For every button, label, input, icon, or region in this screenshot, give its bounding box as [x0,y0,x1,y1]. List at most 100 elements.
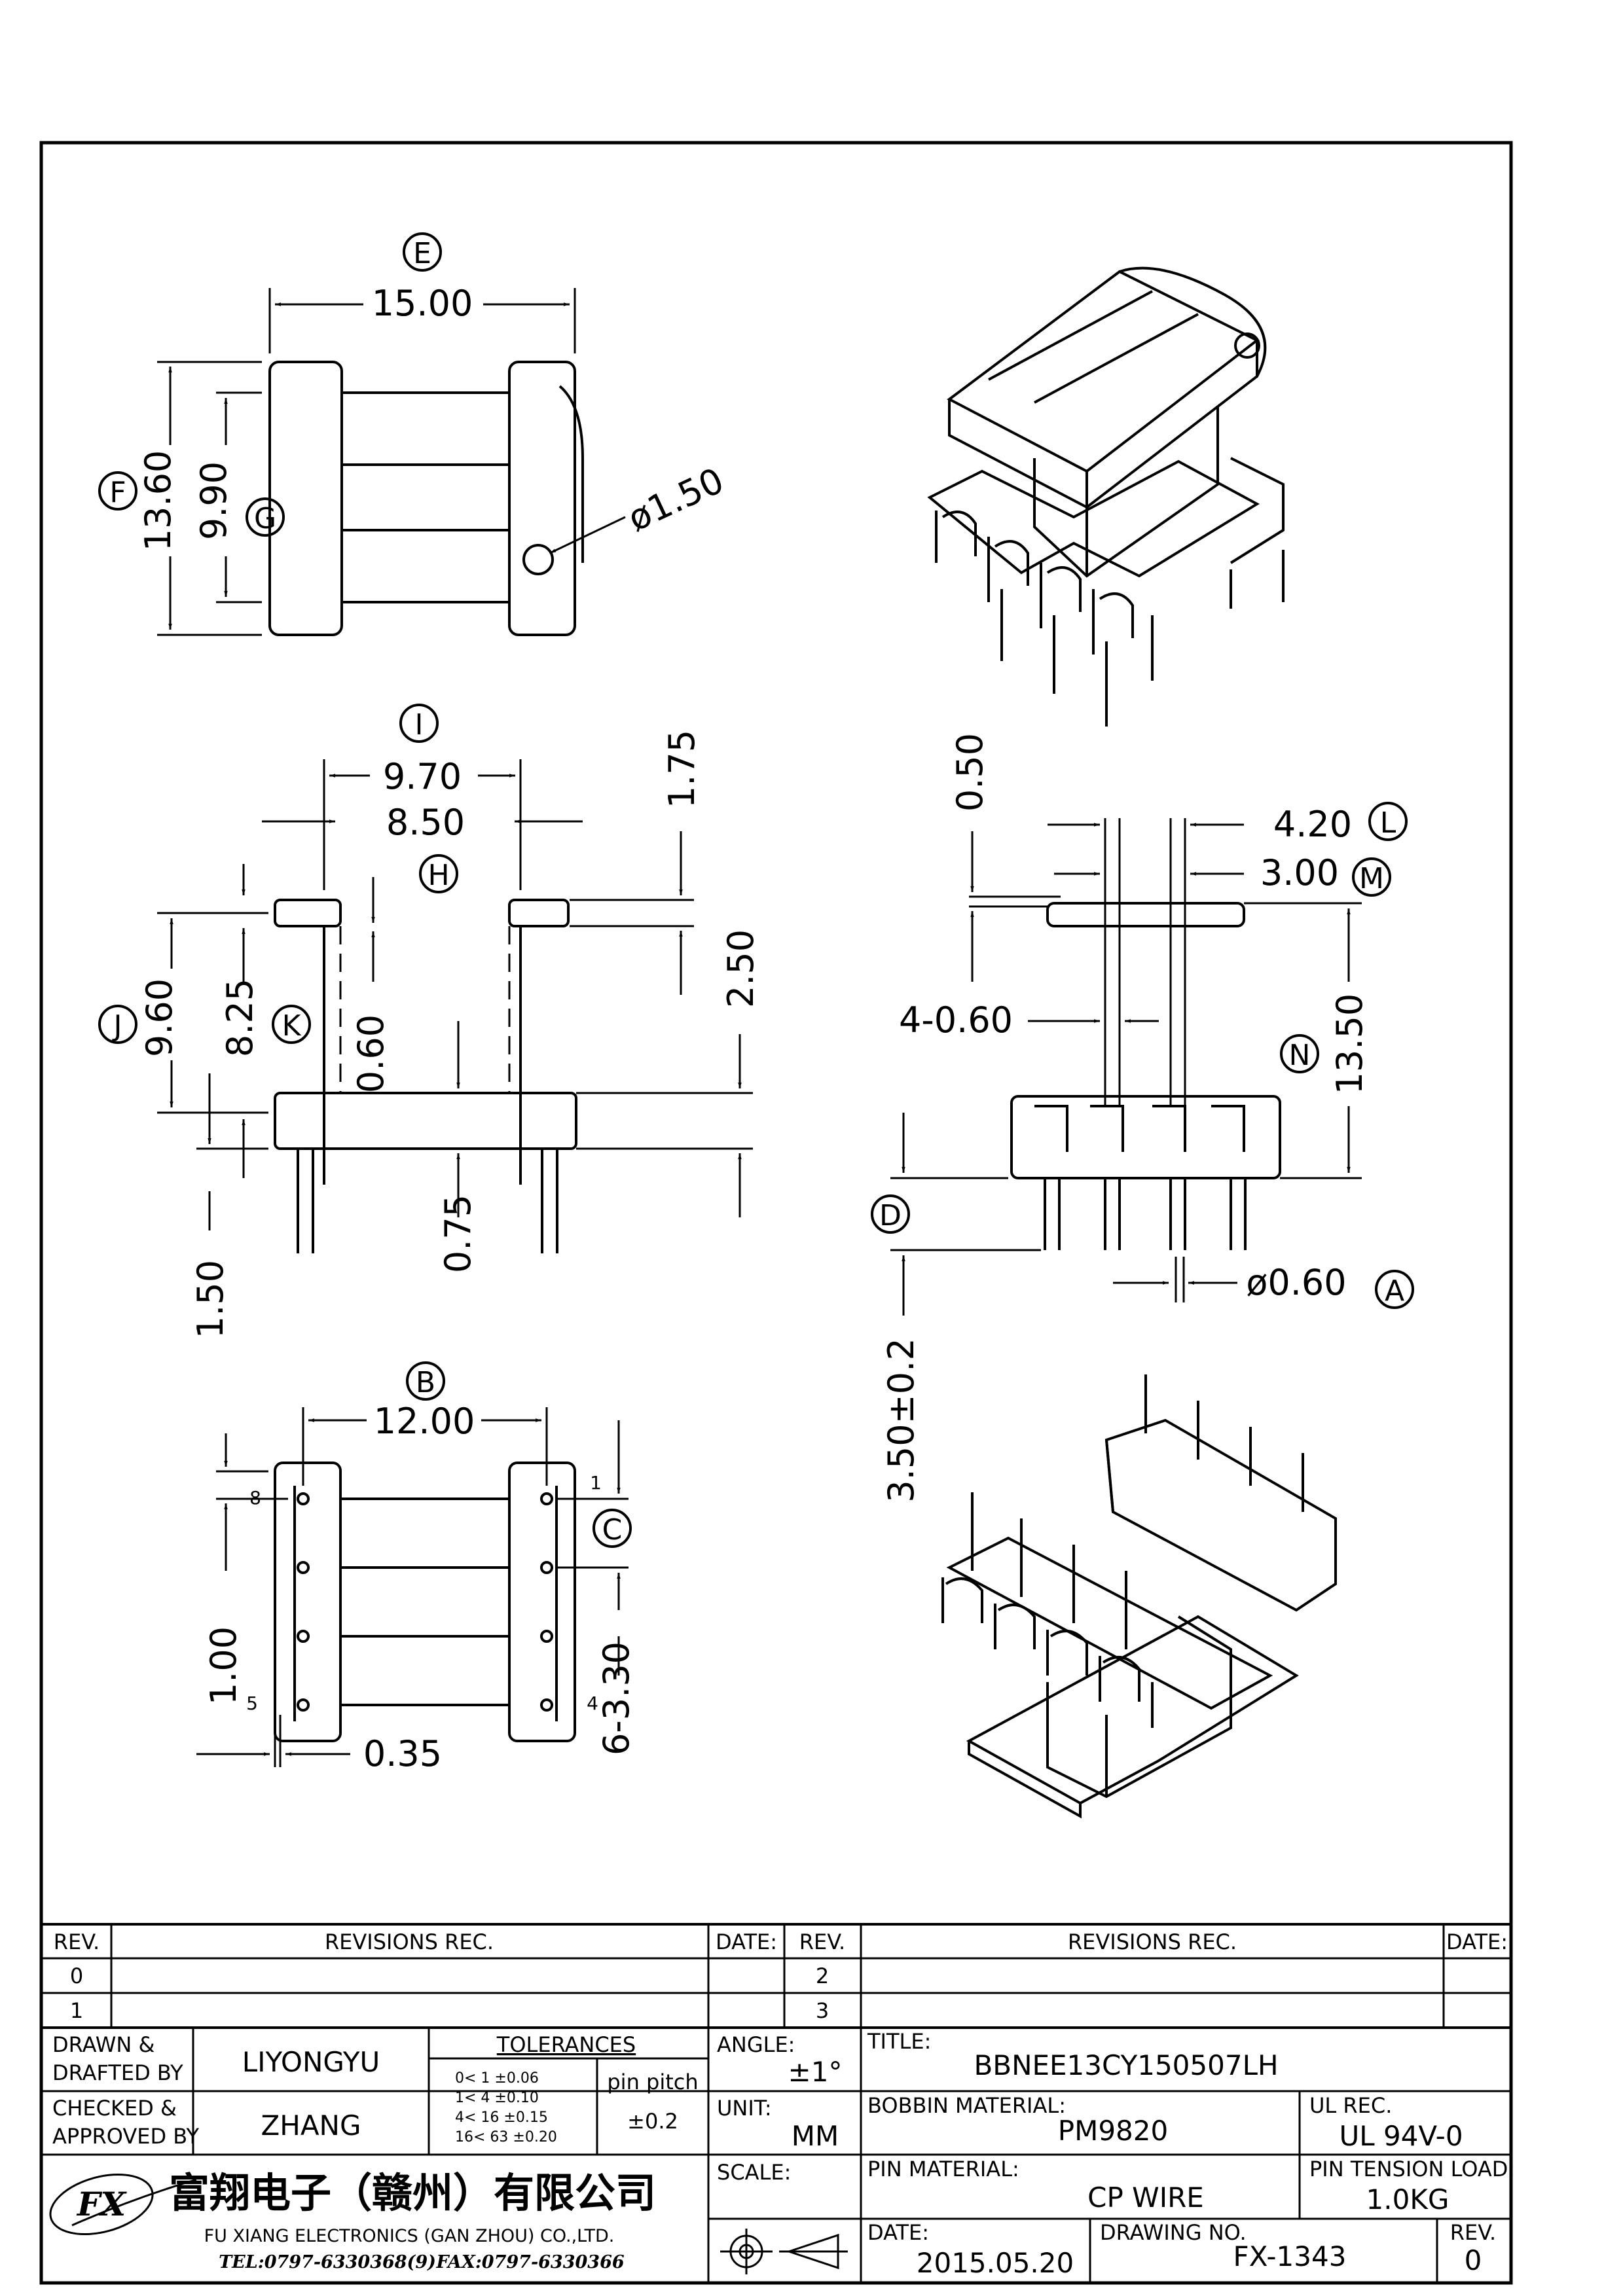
logo-text: FX [76,2185,127,2223]
dim-0-50: 0.50 [949,733,991,812]
title-value: BBNEE13CY150507LH [974,2049,1278,2081]
projection-symbol [720,2229,848,2274]
angle-value: ±1° [788,2056,843,2088]
dim-f: 13.60 [137,450,179,552]
dim-j: 9.60 [139,978,180,1057]
company-name-cn: 富翔电子（赣州）有限公司 [169,2169,656,2217]
dim-k: 8.25 [219,978,261,1057]
tol-row-1: 0< 1 ±0.06 [455,2070,539,2087]
unit-label: UNIT: [717,2096,772,2121]
rev-header-left: REV. [54,1929,100,1954]
date-header-left: DATE: [716,1929,777,1954]
dim-0-75: 0.75 [437,1194,479,1273]
company-logo: FX [49,2173,197,2236]
pitch-value: ±0.2 [627,2109,678,2134]
rev-row-2: 2 [816,1964,829,1988]
checked-value: ZHANG [261,2109,361,2142]
label-j: J [112,1009,122,1043]
sheet-border [39,141,1513,2285]
checked-label-2: APPROVED BY [52,2124,199,2149]
label-g: G [254,502,276,535]
company-name-en: FU XIANG ELECTRONICS (GAN ZHOU) CO.,LTD. [204,2226,615,2246]
pin-material-label: PIN MATERIAL: [867,2157,1019,2181]
company-fax: FAX:0797-6330366 [435,2252,625,2272]
label-b: B [416,1366,435,1399]
tension-label: PIN TENSION LOAD: [1309,2157,1515,2181]
date-value: 2015.05.20 [917,2247,1074,2279]
dim-1-50: 1.50 [190,1260,231,1338]
label-k: K [282,1009,302,1043]
rev-row-3: 3 [816,1998,829,2023]
front-view: 0.50 4.20 L 3.00 M 4-0.60 13.50 N 3.50±0… [871,733,1414,1503]
dim-3-30: 6-3.30 [596,1641,637,1755]
label-m: M [1359,862,1384,895]
drawn-label-2: DRAFTED BY [52,2060,183,2085]
ul-value: UL 94V-0 [1339,2120,1463,2152]
bobbin-label: BOBBIN MATERIAL: [867,2093,1066,2118]
tol-row-2: 1< 4 ±0.10 [455,2090,539,2106]
label-d: D [879,1199,902,1232]
label-i: I [415,708,424,742]
checked-label-1: CHECKED & [52,2096,177,2121]
pin-material-value: CP WIRE [1087,2181,1204,2214]
hole-circle [522,544,554,575]
label-l: L [1380,806,1396,840]
company-tel: TEL:0797-6330368(9) [219,2252,436,2272]
tolerances-title: TOLERANCES [496,2032,636,2057]
tol-row-4: 16< 63 ±0.20 [455,2129,557,2145]
drawing-value: FX-1343 [1233,2240,1347,2272]
tol-row-3: 4< 16 ±0.15 [455,2109,548,2126]
drawn-label-1: DRAWN & [52,2032,155,2057]
dim-1-75: 1.75 [661,730,702,808]
title-label: TITLE: [867,2029,931,2054]
iso-view-top [927,266,1285,726]
dim-1-00: 1.00 [203,1626,244,1705]
dim-pins: 4-0.60 [899,999,1013,1041]
scale-label: SCALE: [717,2160,791,2185]
pin-1: 1 [590,1472,602,1494]
revisions-header-right: REVISIONS REC. [1068,1929,1237,1954]
label-e: E [413,237,431,270]
dim-b: 12.00 [374,1401,475,1442]
dim-2-50: 2.50 [720,929,761,1008]
dim-0-60: 0.60 [350,1014,392,1093]
tension-value: 1.0KG [1366,2183,1450,2215]
dim-d: 3.50±0.2 [881,1338,922,1502]
top-view: 15.00 E 13.60 F 9.90 G ø1.50 [98,232,730,636]
label-h: H [428,859,449,892]
iso-view-bottom [941,1374,1337,1819]
dim-g: 9.90 [193,461,234,540]
dim-hole: ø1.50 [621,459,730,539]
drawn-value: LIYONGYU [242,2046,380,2078]
pin-4: 4 [587,1693,598,1714]
dim-n: 13.50 [1329,994,1370,1095]
rev-label: REV. [1450,2220,1496,2245]
label-a: A [1385,1274,1404,1308]
revisions-header-left: REVISIONS REC. [325,1929,494,1954]
ul-label: UL REC. [1309,2093,1392,2118]
pitch-label: pin pitch [607,2070,698,2094]
date-header-right: DATE: [1446,1929,1508,1954]
label-n: N [1289,1039,1311,1072]
dim-e: 15.00 [372,283,473,324]
side-view: 9.70 I 8.50 H 1.75 2.50 9.60 J 8.25 K [98,704,761,1338]
bottom-view: 8 1 5 4 12.00 B C 6-3.30 1.00 0.35 [196,1361,637,1774]
label-f: F [109,476,126,509]
dim-i: 9.70 [383,756,462,797]
bobbin-value: PM9820 [1058,2115,1168,2147]
dim-h: 8.50 [386,802,465,843]
pin-5: 5 [246,1693,258,1714]
rev-value: 0 [1465,2244,1482,2276]
angle-label: ANGLE: [717,2032,795,2057]
dim-a: ø0.60 [1246,1262,1346,1303]
dim-l: 4.20 [1273,804,1352,845]
drawing-label: DRAWING NO. [1100,2220,1247,2245]
rev-row-1: 1 [70,1998,83,2023]
label-c: C [602,1513,623,1547]
rev-header-right: REV. [799,1929,845,1954]
dim-m: 3.00 [1260,852,1339,893]
title-block: REV. REVISIONS REC. DATE: REV. REVISIONS… [40,1923,1515,2284]
rev-row-0: 0 [70,1964,83,1988]
date-label: DATE: [867,2220,929,2245]
